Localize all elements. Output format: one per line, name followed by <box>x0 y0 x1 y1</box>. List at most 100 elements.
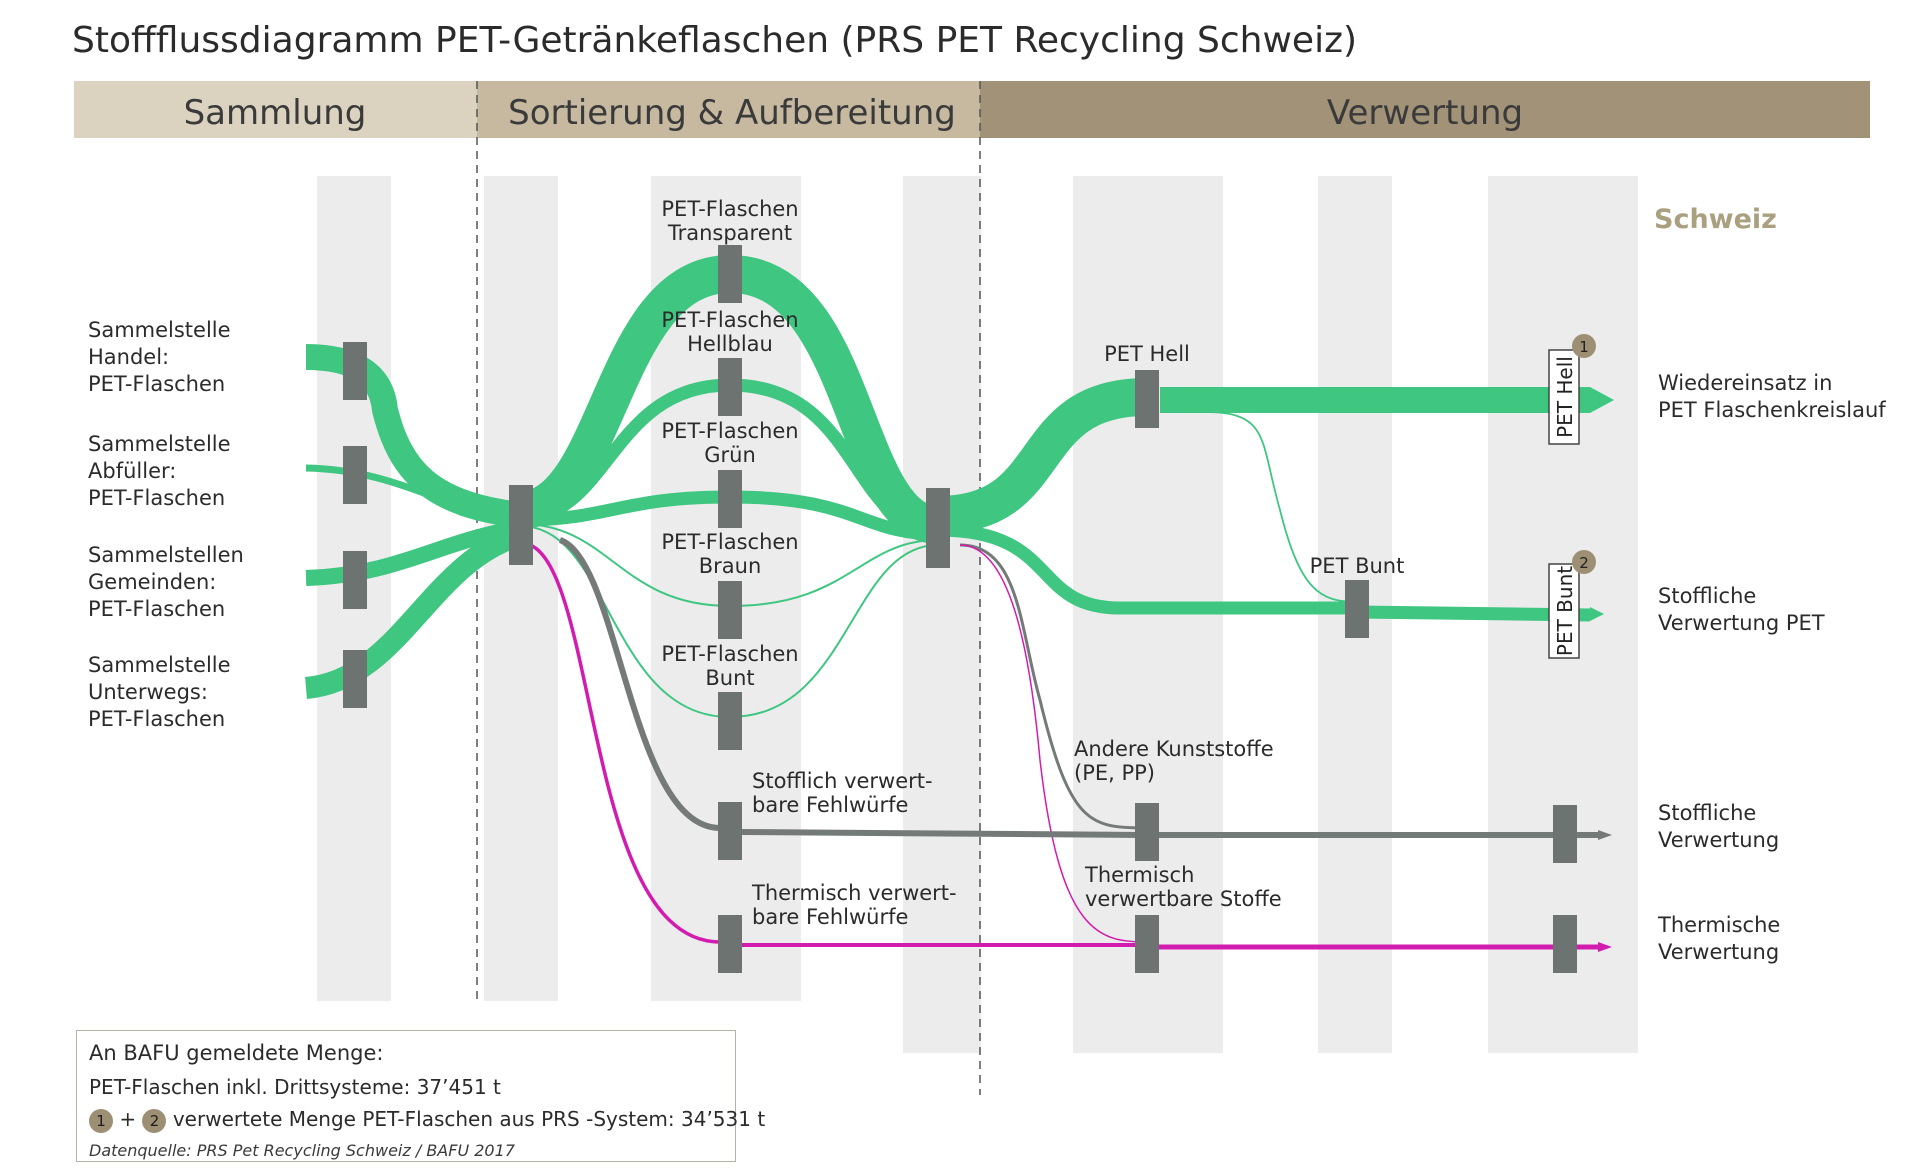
sorting-label-line: PET-Flaschen <box>661 530 798 554</box>
node-braun <box>718 581 742 639</box>
sorting-label-line: PET-Flaschen <box>661 419 798 443</box>
flow-gemeinden <box>305 520 523 586</box>
output-box-label: PET Hell <box>1553 356 1577 438</box>
flow-transparent-out <box>728 255 941 544</box>
output-label-line: Verwertung PET <box>1658 611 1825 635</box>
phase-header: Sammlung Sortierung & Aufbereitung Verwe… <box>74 81 1870 138</box>
column-bg <box>484 176 558 1001</box>
thermisch-stoffe-label: verwertbare Stoffe <box>1085 887 1282 911</box>
node-main-sorter <box>509 485 533 565</box>
node-pet-hell <box>1135 370 1159 428</box>
pet-hell-label: PET Hell <box>1104 342 1190 366</box>
collection-label-line: Gemeinden: <box>88 570 216 594</box>
sorting-label-line: Stofflich verwert- <box>752 769 933 793</box>
node-thermisch-fehlwurf <box>718 915 742 973</box>
node-stofflich-fehlwurf <box>718 802 742 860</box>
output-label-line: Verwertung <box>1658 940 1779 964</box>
node-stofflich-output <box>1553 805 1577 863</box>
collection-label-line: PET-Flaschen <box>88 707 225 731</box>
phase-sortierung-bg <box>477 81 980 138</box>
recovery-labels: PET Hell PET Bunt Andere Kunststoffe (PE… <box>1074 342 1404 911</box>
node-gemeinden <box>343 551 367 609</box>
flow-ends <box>292 344 1614 952</box>
node-thermisch-output <box>1553 915 1577 973</box>
sorting-label-line: Bunt <box>705 666 754 690</box>
flow-pet-bunt <box>937 523 1357 615</box>
flow-unterwegs <box>304 524 525 699</box>
flow-stofflich-fehlwurf-out <box>739 829 1148 838</box>
node-unterwegs <box>343 650 367 708</box>
badge-1 <box>1572 334 1596 358</box>
thermisch-stoffe-label: Thermisch <box>1084 863 1194 887</box>
node-second-sorter <box>926 488 950 568</box>
sorting-label-line: bare Fehlwürfe <box>752 905 908 929</box>
output-box <box>1548 349 1580 445</box>
legend-prs-text: verwertete Menge PET-Flaschen aus PRS -S… <box>172 1107 766 1131</box>
sorting-label-line: Hellblau <box>687 332 773 356</box>
collection-labels: Sammelstelle Handel: PET-Flaschen Sammel… <box>88 318 244 731</box>
output-box-pet-bunt: PET Bunt 2 <box>1548 550 1596 659</box>
flow-bunt-out <box>729 544 939 718</box>
flow-hell-to-bunt <box>1204 411 1358 603</box>
region-label: Schweiz <box>1654 204 1777 235</box>
legend-source: Datenquelle: PRS Pet Recycling Schweiz /… <box>89 1140 515 1160</box>
phase-verwertung-bg <box>980 81 1870 138</box>
sorting-label-line: Transparent <box>667 221 792 245</box>
flow-abfueller <box>305 464 522 524</box>
sorting-label-line: PET-Flaschen <box>661 197 798 221</box>
node-abfueller <box>343 446 367 504</box>
output-box-label: PET Bunt <box>1553 566 1577 656</box>
arrow-head <box>1598 830 1612 840</box>
flow-transparent-in <box>518 255 732 529</box>
output-label-line: Wiedereinsatz in <box>1658 371 1832 395</box>
output-label-line: Stoffliche <box>1658 801 1756 825</box>
collection-label-line: Abfüller: <box>88 459 176 483</box>
node-handel <box>343 342 367 400</box>
flow-bunt-in <box>520 525 731 718</box>
flow-gruen-out <box>729 490 939 541</box>
legend-line-total: PET-Flaschen inkl. Drittsysteme: 37’451 … <box>89 1075 501 1099</box>
flow-braun-out <box>729 539 939 607</box>
sorting-labels: PET-Flaschen Transparent PET-Flaschen He… <box>661 197 956 929</box>
andere-kunststoffe-label: Andere Kunststoffe <box>1074 737 1274 761</box>
legend-badge-1: 1 <box>89 1108 113 1133</box>
collection-label-line: PET-Flaschen <box>88 597 225 621</box>
flow-hellblau-in <box>520 378 731 525</box>
arrow-head <box>1598 942 1612 952</box>
phase-label-verwertung: Verwertung <box>1327 93 1523 133</box>
phase-label-sortierung: Sortierung & Aufbereitung <box>508 93 956 133</box>
collection-label-line: PET-Flaschen <box>88 372 225 396</box>
badge-2-number: 2 <box>1579 554 1589 572</box>
collection-label-line: Sammelstelle <box>88 318 231 342</box>
collection-label-line: Handel: <box>88 345 169 369</box>
flow-thermisch-stoffe <box>959 544 1148 943</box>
collection-label-line: PET-Flaschen <box>88 486 225 510</box>
column-bg <box>903 176 981 1053</box>
sorting-label-line: PET-Flaschen <box>661 308 798 332</box>
flow-pet-hell <box>937 378 1148 534</box>
phase-label-sammlung: Sammlung <box>184 93 367 133</box>
flow-stofflich-fehlwurf-in <box>558 537 721 831</box>
output-label-line: Verwertung <box>1658 828 1779 852</box>
nodes <box>343 245 1577 973</box>
sorting-label-line: Grün <box>704 443 756 467</box>
page-title: Stoffflussdiagramm PET-Getränkeflaschen … <box>72 20 1357 61</box>
output-label-line: Stoffliche <box>1658 584 1756 608</box>
arrow-head <box>1590 387 1614 413</box>
collection-label-line: Sammelstellen <box>88 543 244 567</box>
legend-heading: An BAFU gemeldete Menge: <box>89 1041 384 1065</box>
node-hellblau <box>718 358 742 416</box>
arrow-head <box>1590 607 1604 621</box>
collection-label-line: Sammelstelle <box>88 653 231 677</box>
legend-line-prs: 1 + 2 verwertete Menge PET-Flaschen aus … <box>89 1107 765 1133</box>
node-gruen <box>718 470 742 528</box>
legend-box: An BAFU gemeldete Menge: PET-Flaschen in… <box>76 1030 765 1162</box>
notch <box>292 344 306 370</box>
node-transparent <box>718 245 742 303</box>
flow-andere-kunststoffe <box>959 543 1148 830</box>
node-andere-kunststoffe <box>1135 803 1159 861</box>
andere-kunststoffe-label: (PE, PP) <box>1074 761 1155 785</box>
output-labels: Wiedereinsatz in PET Flaschenkreislauf S… <box>1657 371 1886 964</box>
collection-label-line: Sammelstelle <box>88 432 231 456</box>
